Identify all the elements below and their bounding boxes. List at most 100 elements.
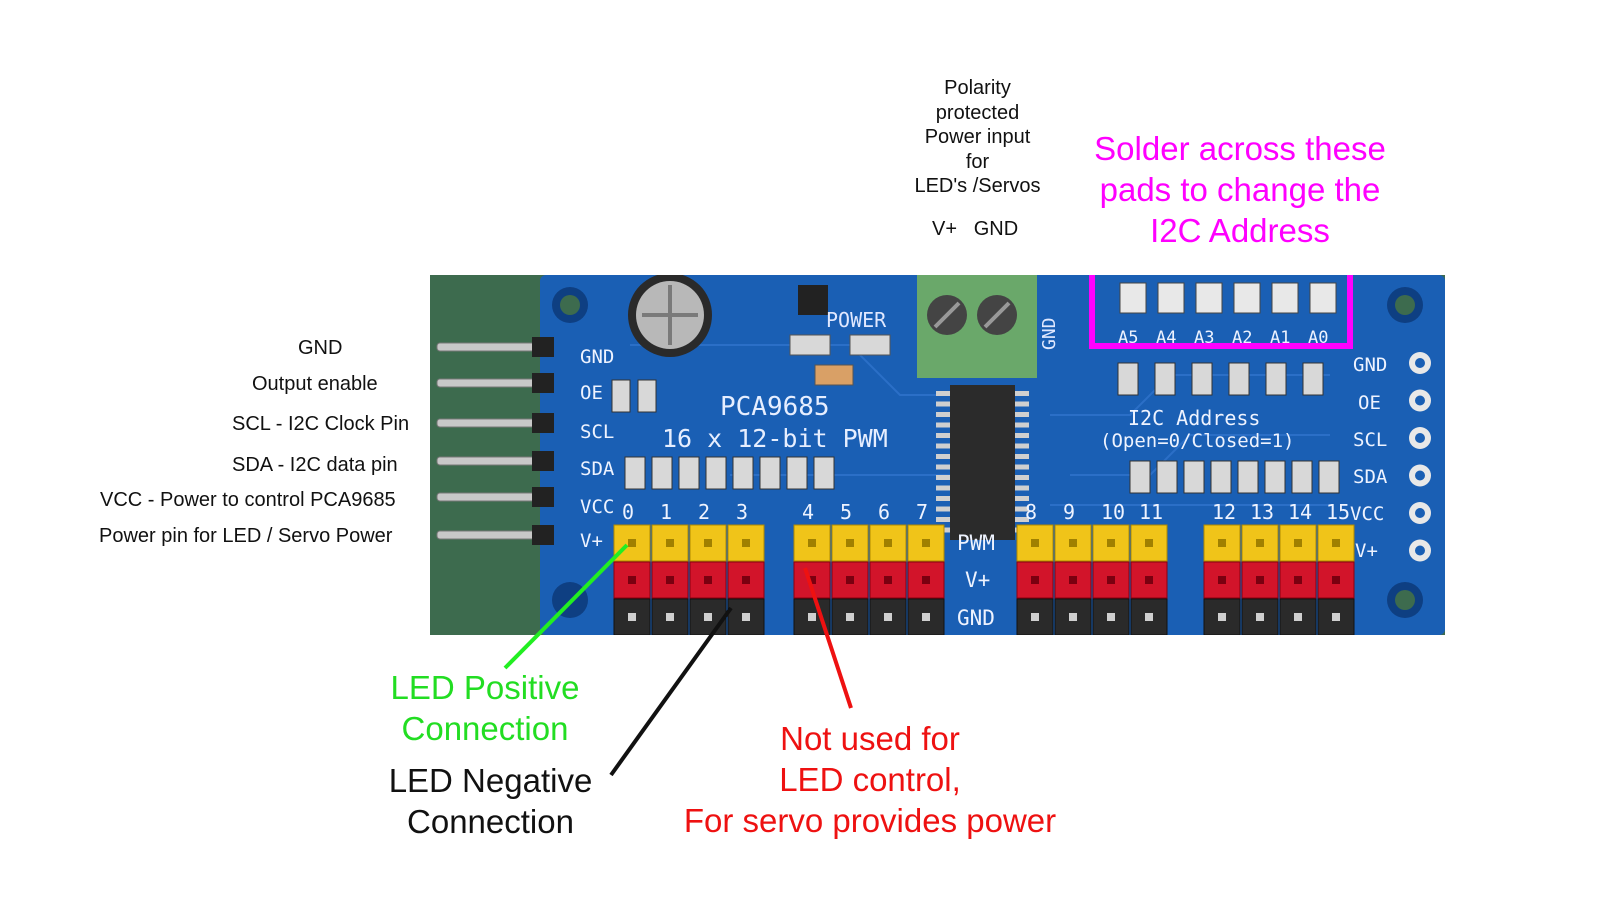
mounting-hole [1395, 295, 1415, 315]
pin-icon [1332, 613, 1340, 621]
pin-icon [704, 539, 712, 547]
led-icon [814, 364, 854, 386]
channel-number: 11 [1139, 500, 1163, 524]
solder-pad [1157, 282, 1185, 314]
address-callout-line: pads to change the [1099, 171, 1381, 208]
chip-pin [936, 401, 950, 407]
power-input-line: Polarity [944, 77, 1011, 99]
pin-icon [1031, 613, 1039, 621]
pin-icon [884, 613, 892, 621]
resistor-icon [1129, 460, 1151, 494]
resistor-icon [1291, 460, 1313, 494]
pin-icon [1332, 539, 1340, 547]
pin-icon [884, 539, 892, 547]
resistor-icon [678, 456, 700, 490]
resistor-icon [1154, 362, 1176, 396]
channel-number: 14 [1288, 500, 1312, 524]
pin-icon [1218, 613, 1226, 621]
resistor-icon [624, 456, 646, 490]
chip-pin [936, 433, 950, 438]
left-pin-label: SCL [580, 421, 614, 443]
row-label-pwm: PWM [957, 531, 995, 555]
pin-icon [846, 576, 854, 584]
chip-pin [936, 412, 950, 417]
resistor-icon [789, 334, 831, 356]
channel-number: 15 [1326, 500, 1350, 524]
not-used-line: Not used for [780, 720, 960, 757]
chip-pin [936, 464, 950, 470]
power-input-line: LED's /Servos [914, 175, 1041, 197]
resistor-icon [637, 379, 657, 413]
pin-label-gnd: GND [298, 337, 343, 359]
left-pin-label: GND [580, 346, 614, 368]
resistor-icon [1117, 362, 1139, 396]
power-terminal-labels: V+ GND [932, 218, 1019, 240]
solder-pad [1233, 282, 1261, 314]
channel-number: 9 [1063, 500, 1075, 524]
pin-icon [628, 576, 636, 584]
chip-pin [936, 454, 950, 459]
address-callout-line: Solder across these [1094, 130, 1386, 167]
address-silk-line1: I2C Address [1128, 406, 1260, 430]
resistor-icon [759, 456, 781, 490]
left-pin-label: OE [580, 382, 603, 404]
resistor-icon [705, 456, 727, 490]
resistor-icon [1265, 362, 1287, 396]
resistor-icon [732, 456, 754, 490]
header-pin-base [532, 337, 554, 357]
pin-icon [808, 539, 816, 547]
address-silk-line2: (Open=0/Closed=1) [1100, 430, 1294, 452]
channel-number: 12 [1212, 500, 1236, 524]
header-hole [1415, 433, 1425, 443]
channel-number: 0 [622, 500, 634, 524]
resistor-icon [611, 379, 631, 413]
chip-pin [1015, 422, 1029, 428]
led-positive-pointer [503, 543, 629, 670]
left-pin-label: V+ [580, 530, 603, 552]
pca9685-chip [950, 385, 1015, 540]
row-label-gnd: GND [957, 606, 995, 630]
pin-icon [1294, 613, 1302, 621]
chip-pin [1015, 475, 1029, 480]
right-pin-label: SDA [1353, 466, 1388, 488]
pin-icon [742, 576, 750, 584]
chip-pin [1015, 496, 1029, 501]
row-label-vplus: V+ [965, 568, 990, 592]
chip-pin [1015, 401, 1029, 407]
resistor-icon [786, 456, 808, 490]
chip-pin [1015, 412, 1029, 417]
left-pin-label: SDA [580, 458, 615, 480]
servo-headers [613, 524, 1355, 635]
chip-pin [936, 517, 950, 522]
pin-icon [922, 613, 930, 621]
header-pin-base [532, 525, 554, 545]
pin-label-vcc: VCC - Power to control PCA9685 [100, 489, 396, 511]
address-resistors [1117, 362, 1324, 396]
header-pin-base [532, 373, 554, 393]
pin-icon [666, 539, 674, 547]
pin-icon [704, 576, 712, 584]
mounting-hole [1395, 590, 1415, 610]
chip-pin [1015, 391, 1029, 396]
led-negative-line: Connection [407, 803, 574, 840]
pin-icon [884, 576, 892, 584]
pcb-traces [630, 344, 1330, 506]
left-pin-label: VCC [580, 496, 614, 518]
pin-icon [1107, 613, 1115, 621]
header-hole [1415, 358, 1425, 368]
pin-icon [1145, 576, 1153, 584]
power-input-label: Polarity protected Power input for LED's… [900, 76, 1055, 199]
not-used-pointer [803, 567, 853, 709]
resistor-icon [651, 456, 673, 490]
chip-pin [1015, 433, 1029, 438]
solder-pad [1195, 282, 1223, 314]
address-callout-line: I2C Address [1150, 212, 1330, 249]
address-callout: Solder across these pads to change the I… [1070, 128, 1410, 251]
regulator-icon [798, 285, 828, 315]
chip-pin [1015, 517, 1029, 522]
pin-label-sda: SDA - I2C data pin [232, 454, 398, 476]
pin-label-vplus: Power pin for LED / Servo Power [99, 525, 393, 547]
pwm-pin-header [1317, 524, 1355, 562]
resistor-icon [1264, 460, 1286, 494]
channel-number: 13 [1250, 500, 1274, 524]
